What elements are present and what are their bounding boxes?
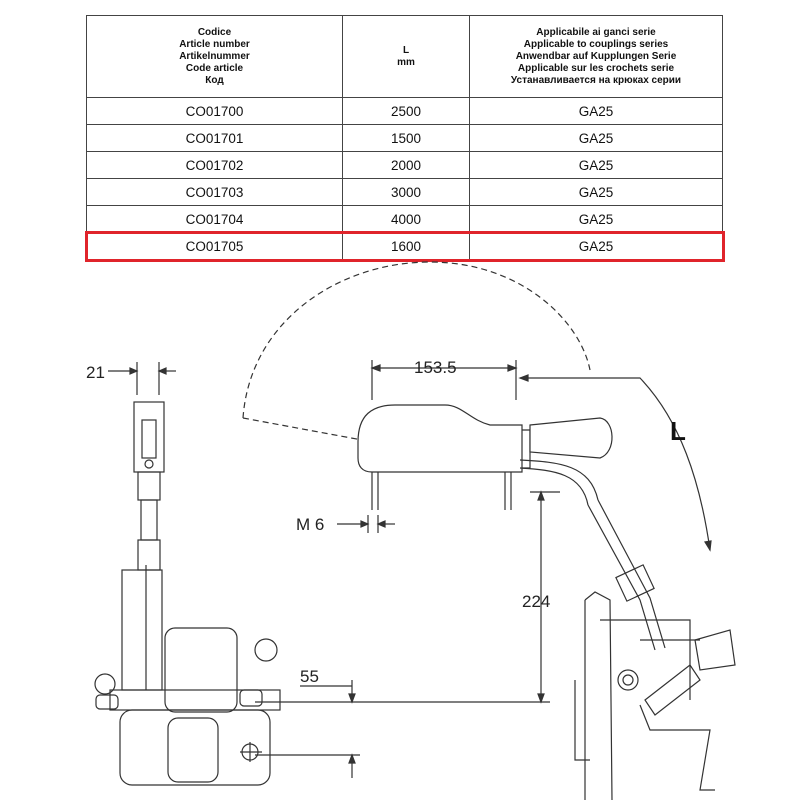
cell-length: 4000 [342,205,470,233]
cell-code: CO01701 [86,124,343,152]
dim-label-21: 21 [86,363,105,382]
dim-label-224: 224 [522,592,550,611]
table-header-row: Codice Article number Artikelnummer Code… [86,15,723,98]
swing-arc-chord [242,417,363,441]
cell-series: GA25 [469,151,723,179]
table-row: CO01703 3000 GA25 [86,178,723,206]
header-applicable-line: Устанавливается на крюках серии [510,74,682,86]
dim-label-L: L [670,416,686,446]
header-applicable-line: Anwendbar auf Kupplungen Serie [515,50,677,62]
cell-code: CO01703 [86,178,343,206]
control-handle [357,404,613,510]
dim-label-55: 55 [300,667,319,686]
header-code-line: Код [205,74,224,86]
swing-arc [242,261,591,419]
header-code: Codice Article number Artikelnummer Code… [86,15,343,98]
header-applicable: Applicabile ai ganci serie Applicable to… [469,15,723,98]
table-row: CO01701 1500 GA25 [86,124,723,152]
cell-length: 1500 [342,124,470,152]
cell-code: CO01705 [86,232,343,260]
table-row: CO01704 4000 GA25 [86,205,723,233]
table-row: CO01700 2500 GA25 [86,97,723,125]
header-code-line: Article number [179,38,250,50]
header-code-line: Code article [185,62,244,74]
dim-L-line [520,377,711,551]
dim-label-153: 153.5 [414,358,457,377]
cell-series: GA25 [469,97,723,125]
cell-series: GA25 [469,205,723,233]
header-applicable-line: Applicabile ai ganci serie [536,26,656,38]
header-length-line: L [402,44,410,56]
table-row: CO01702 2000 GA25 [86,151,723,179]
coupling-front-view [94,401,281,786]
cell-length: 2500 [342,97,470,125]
cell-length: 1600 [342,232,470,260]
header-applicable-line: Applicable sur les crochets serie [517,62,675,74]
coupling-side-view [574,499,736,800]
header-code-line: Codice [197,26,232,38]
header-code-line: Artikelnummer [179,50,250,62]
header-length-line: mm [397,56,415,68]
header-applicable-line: Applicable to couplings series [523,38,669,50]
header-length: L mm [342,15,470,98]
dim-label-thread: M 6 [296,515,324,534]
